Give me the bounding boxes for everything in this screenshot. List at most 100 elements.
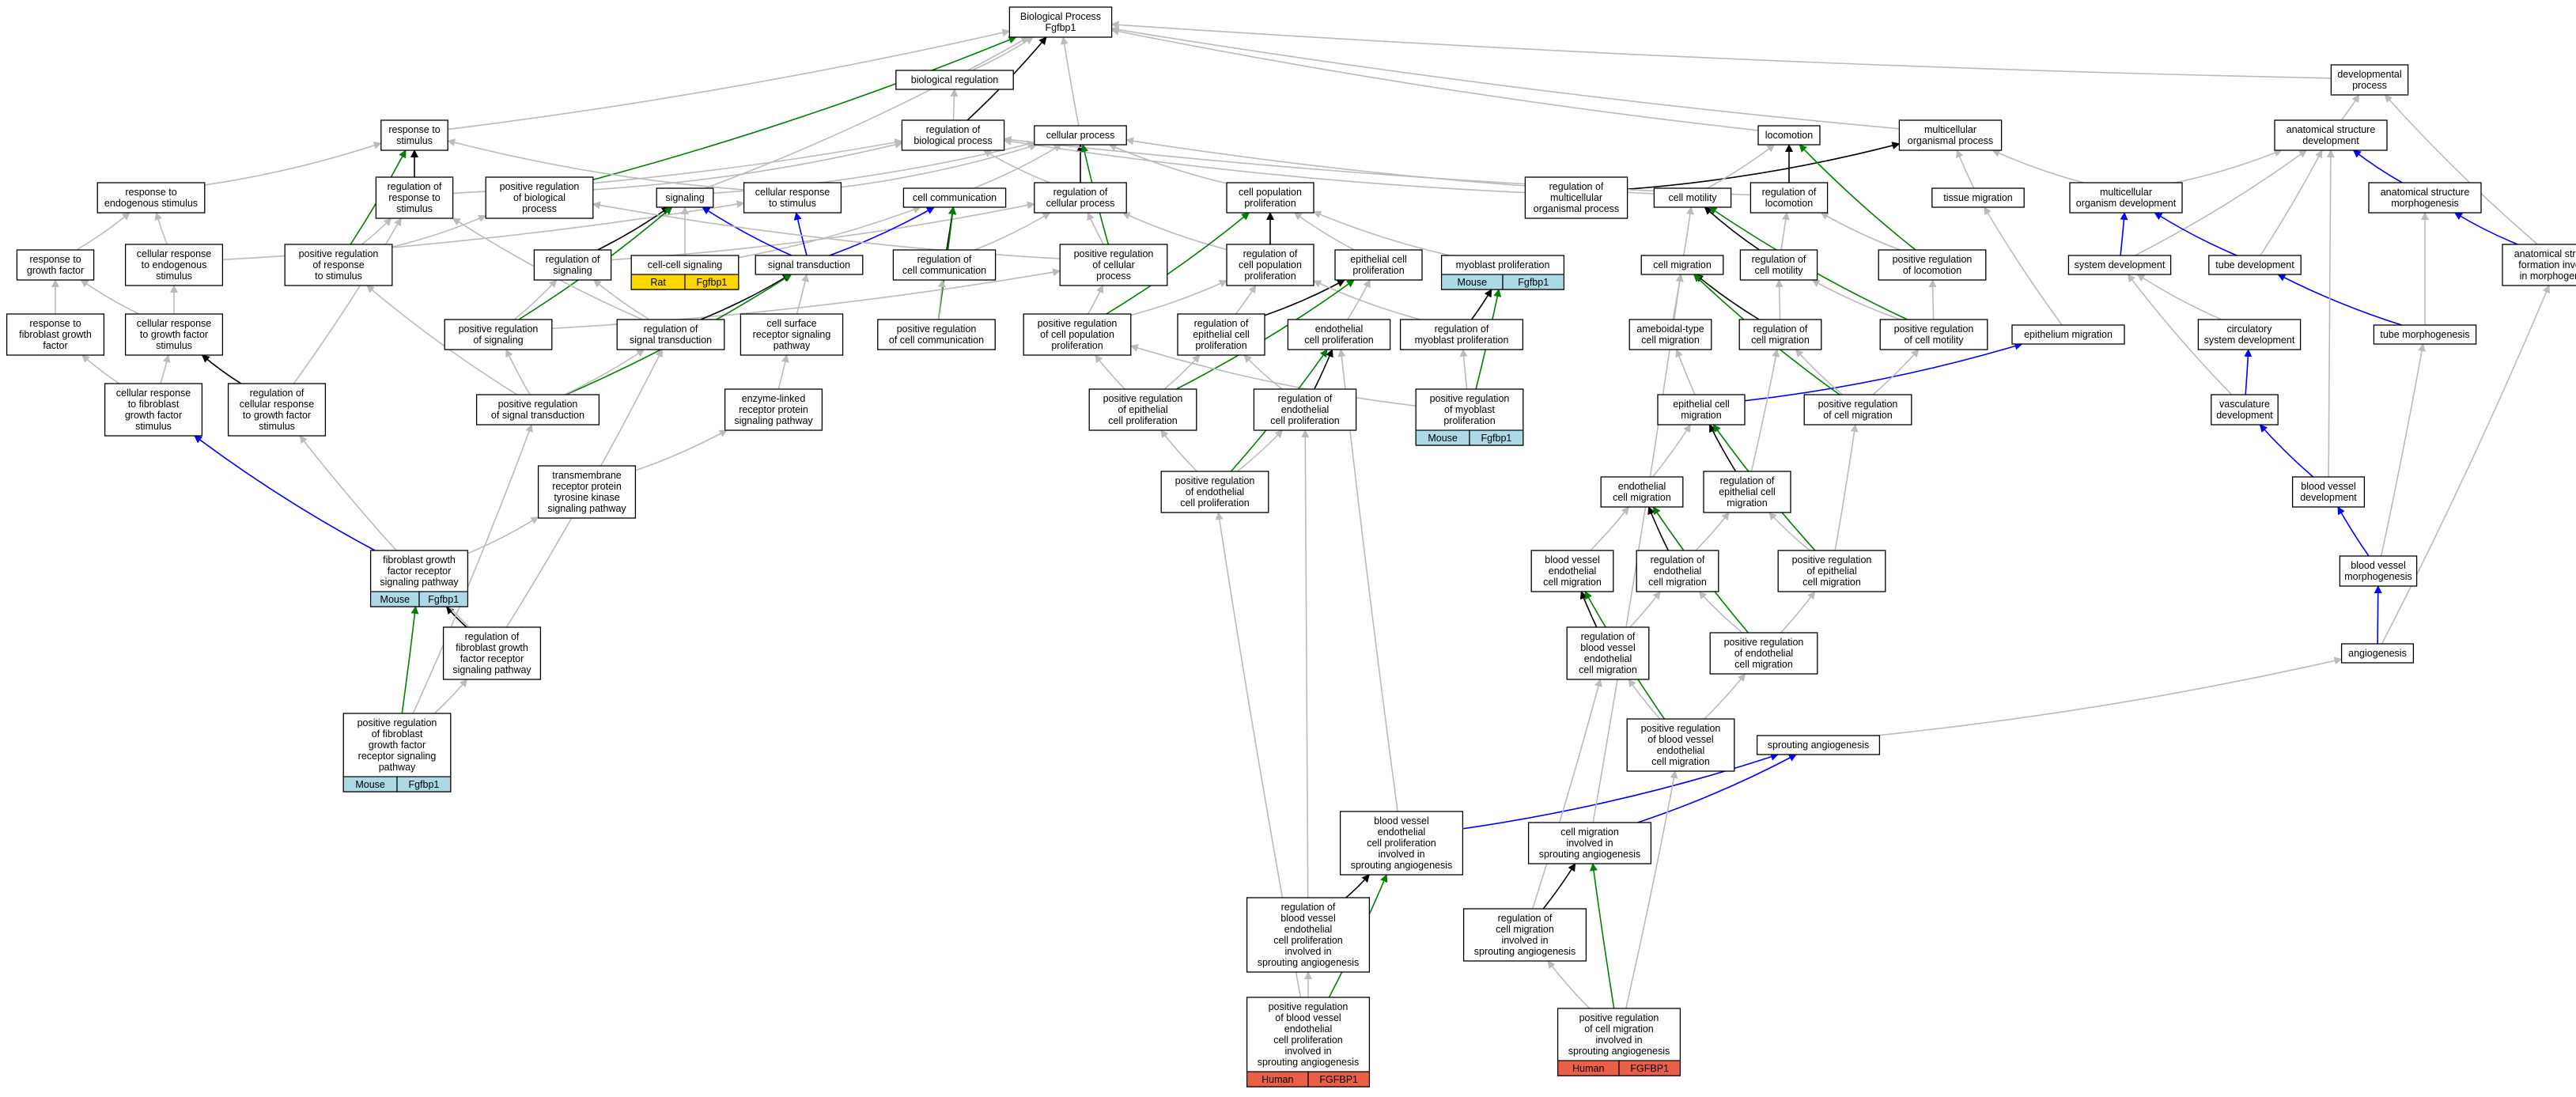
node-box [902,187,1007,208]
node-box [1008,6,1113,38]
go-term-node[interactable]: cell migration [1640,255,1724,275]
go-term-node[interactable]: sprouting angiogenesis [1756,735,1881,755]
go-term-node[interactable]: angiogenesis [2340,643,2415,664]
go-term-node[interactable]: anatomical structureformation involvedin… [2502,244,2576,286]
go-term-node[interactable]: tube development [2208,255,2302,275]
go-term-node[interactable]: cell communication [902,187,1007,208]
go-term-node[interactable]: epithelium migration [2011,324,2125,345]
gray-edge [796,274,809,315]
go-term-node[interactable]: tube morphogenesis [2373,324,2477,345]
gray-edge [705,36,1030,189]
node-box [1628,319,1712,350]
go-term-node[interactable]: cell motility [1653,187,1732,208]
node-box [533,249,612,281]
go-term-node[interactable]: system development [2067,255,2172,275]
go-term-node[interactable]: signaling [656,187,714,208]
go-term-node[interactable]: cellular process [1034,125,1127,146]
go-term-node[interactable]: locomotion [1757,125,1821,146]
node-box [124,244,224,286]
go-term-node[interactable]: biological regulation [895,70,1014,90]
go-term-node[interactable]: signal transduction [755,255,864,275]
go-term-node[interactable]: tissue migration [1931,187,2025,208]
